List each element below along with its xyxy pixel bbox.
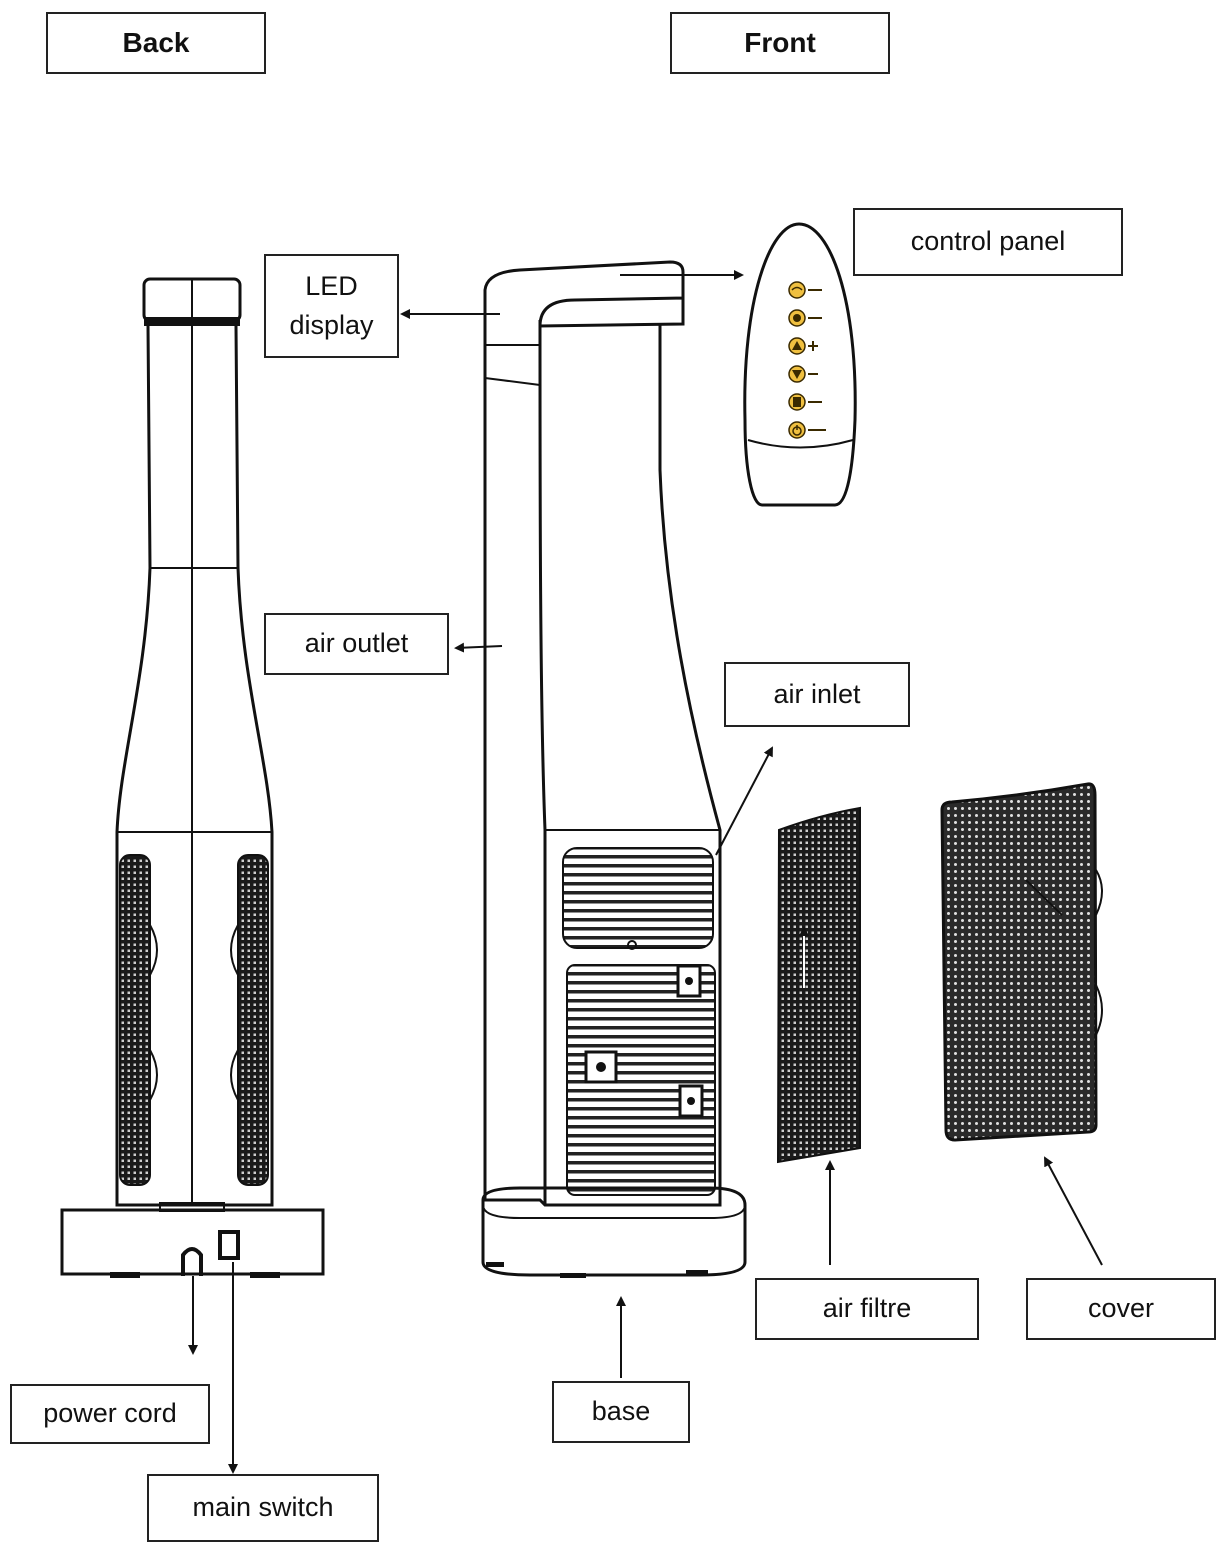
front-tower-edge [538, 319, 547, 1205]
swing-icon[interactable] [788, 281, 822, 299]
heading-front: Front [670, 12, 890, 74]
heading-back: Back [46, 12, 266, 74]
power-cord-socket [181, 1247, 203, 1276]
label-control-panel: control panel [853, 208, 1123, 276]
label-power-cord: power cord [10, 1384, 210, 1444]
up-icon[interactable] [788, 337, 818, 355]
front-tower-top [483, 260, 685, 328]
front-intake-grille-top [562, 847, 714, 949]
front-tower [400, 260, 773, 1378]
label-led-display: LED display [264, 254, 399, 358]
back-column-outline [115, 325, 274, 1207]
front-tower-body [483, 320, 722, 1207]
label-base: base [552, 1381, 690, 1443]
label-main-switch: main switch [147, 1474, 379, 1542]
label-led-display-line1: LED [305, 270, 358, 301]
front-intake-grille-bottom [566, 964, 716, 1196]
label-air-inlet: air inlet [724, 662, 910, 727]
mode-icon[interactable] [788, 393, 822, 411]
label-led-display-line2: display [289, 310, 374, 340]
label-air-filtre: air filtre [755, 1278, 979, 1340]
main-switch-knob [218, 1230, 240, 1260]
label-cover: cover [1026, 1278, 1216, 1340]
power-icon[interactable] [788, 421, 826, 439]
air-filtre-panel [776, 806, 861, 1265]
timer-icon[interactable] [788, 309, 822, 327]
down-icon[interactable] [788, 365, 818, 383]
cover-panel [940, 782, 1103, 1266]
front-base [481, 1186, 747, 1277]
back-base [60, 1208, 325, 1276]
back-tower [60, 277, 325, 1474]
back-vent-left [119, 854, 151, 1186]
back-vent-right [237, 854, 269, 1186]
label-air-outlet: air outlet [264, 613, 449, 675]
control-panel-remote [743, 222, 857, 507]
